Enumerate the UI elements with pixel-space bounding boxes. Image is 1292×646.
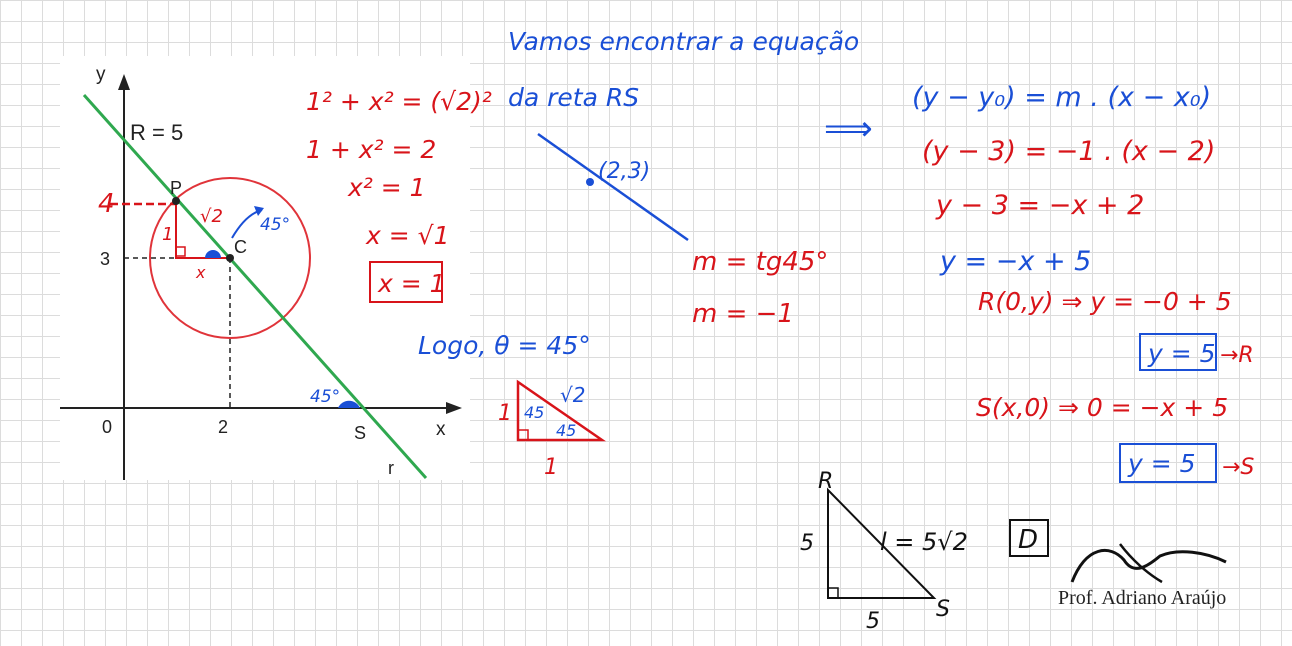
line-equations: (y − y₀) = m . (x − x₀) (y − 3) = −1 . (… [912, 82, 1254, 483]
final-triangle: R S 5 5 l = 5√2 D [800, 469, 1049, 634]
logo-triangle [516, 379, 607, 442]
logo-angle-1: 45 [524, 403, 544, 422]
logo-notes: Logo, θ = 45° √2 1 1 45 45 [418, 331, 607, 480]
signature-text: Prof. Adriano Araújo [1058, 587, 1226, 609]
pythagoras-answer-box [369, 261, 443, 303]
pythagoras-line-5: x = 1 [377, 269, 446, 298]
tick-x-label: 2 [218, 417, 228, 437]
angle-mark-C [205, 250, 221, 258]
pythagoras-line-2: 1 + x² = 2 [306, 135, 436, 164]
pythagoras-line-4: x = √1 [365, 221, 449, 250]
slope-notes: m = tg45° m = −1 [692, 247, 828, 329]
y-axis-label: y [96, 64, 106, 85]
inner-right-angle [175, 246, 186, 257]
equation-box-1 [1139, 333, 1217, 371]
implies-arrow: ⟹ [824, 109, 873, 149]
point-C-label: C [234, 237, 247, 257]
final-hyp-label: l = 5√2 [880, 528, 968, 556]
answer-box [1009, 519, 1049, 557]
y-axis-arrow [118, 74, 130, 90]
x-axis-label: x [436, 419, 446, 440]
logo-hyp-label: √2 [560, 383, 585, 407]
equation-box-2-text: y = 5 [1127, 449, 1196, 478]
final-S-label: S [936, 597, 950, 622]
point-P-dot [172, 197, 180, 205]
angle-45-C-label: 45° [260, 215, 290, 235]
segment-1-label: 1 [162, 224, 173, 245]
equation-box-2 [1119, 443, 1217, 483]
final-side-left: 5 [800, 531, 814, 556]
final-R-label: R [818, 469, 833, 494]
equation-line-1: (y − y₀) = m . (x − x₀) [912, 82, 1211, 113]
signature-stroke [1119, 543, 1163, 584]
intro-notes: Vamos encontrar a equação da reta RS (2,… [508, 27, 859, 242]
answer-letter: D [1018, 525, 1038, 555]
height-4-label: 4 [98, 189, 115, 219]
logo-text: Logo, θ = 45° [418, 331, 591, 360]
signature-scribble [1070, 548, 1227, 583]
final-triangle-shape [827, 487, 937, 599]
logo-side-label: 1 [498, 401, 512, 426]
final-right-angle [827, 587, 839, 599]
point-P-label: P [170, 178, 182, 198]
intro-line-sketch [537, 132, 689, 242]
sqrt2-label: √2 [200, 206, 223, 227]
segment-x-label: x [195, 263, 206, 282]
logo-right-angle [517, 429, 529, 441]
coordinate-graph: y x 0 2 3 P C S r R = 5 4 1 x √2 45° 45° [60, 56, 470, 480]
equation-line-5: R(0,y) ⇒ y = −0 + 5 [978, 287, 1232, 316]
circle [149, 177, 311, 339]
angle-arrowhead-C [254, 206, 264, 216]
equation-line-6: S(x,0) ⇒ 0 = −x + 5 [976, 393, 1228, 422]
pythagoras-line-1: 1² + x² = (√2)² [306, 87, 492, 116]
angle-mark-S [338, 400, 360, 408]
final-side-bottom: 5 [866, 609, 880, 634]
equation-box-1-text: y = 5 [1147, 339, 1216, 368]
equation-line-2: (y − 3) = −1 . (x − 2) [922, 136, 1215, 167]
slope-line-2: m = −1 [692, 299, 794, 329]
point-C-dot [226, 254, 234, 262]
origin-label: 0 [102, 417, 112, 437]
angle-45-S-label: 45° [310, 387, 340, 407]
R-label: R = 5 [130, 120, 183, 145]
equation-line-4: y = −x + 5 [939, 246, 1091, 277]
tick-y-label: 3 [100, 249, 110, 269]
intro-point-dot [586, 178, 594, 186]
pythagoras-line-3: x² = 1 [347, 173, 426, 202]
line-r-label: r [388, 458, 394, 478]
point-S-label: S [354, 423, 366, 443]
logo-base-label: 1 [544, 455, 558, 480]
pythagoras-steps: 1² + x² = (√2)² 1 + x² = 2 x² = 1 x = √1… [306, 87, 492, 303]
intro-point-label: (2,3) [598, 159, 650, 184]
equation-box-2-tag: →S [1222, 455, 1254, 480]
equation-box-1-tag: →R [1220, 343, 1254, 368]
signature-block: Prof. Adriano Araújo [1058, 543, 1227, 609]
x-axis-arrow [446, 402, 462, 414]
intro-line-2: da reta RS [508, 83, 639, 112]
line-r [82, 94, 428, 479]
equation-line-3: y − 3 = −x + 2 [935, 190, 1144, 221]
intro-line-1: Vamos encontrar a equação [508, 27, 859, 56]
graph-background [60, 56, 470, 480]
slope-line-1: m = tg45° [692, 247, 828, 277]
logo-angle-2: 45 [556, 421, 576, 440]
